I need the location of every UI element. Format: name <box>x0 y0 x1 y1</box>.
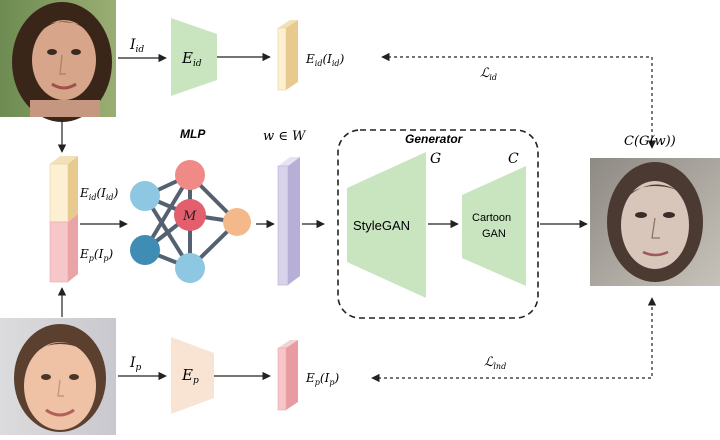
loss-id-label: ℒid <box>480 66 497 82</box>
mlp-node <box>130 181 160 211</box>
generator-box <box>337 129 539 319</box>
encoder-id-trapezoid <box>171 18 217 96</box>
mlp-node <box>175 160 205 190</box>
mlp-node-m <box>174 199 206 231</box>
mlp-node-m-label: M <box>182 209 197 224</box>
cartoongan-label-line2: GAN <box>482 228 506 240</box>
input-id-label: Iid <box>129 37 144 55</box>
feature-p-bar <box>277 340 298 411</box>
encoder-p-trapezoid <box>171 337 214 414</box>
cartoongan-block <box>462 166 526 286</box>
stylegan-block <box>347 152 426 298</box>
mlp-title: MLP <box>180 127 206 141</box>
loss-id-path <box>381 52 657 149</box>
latent-label: w ∈ W <box>263 129 307 144</box>
mlp-node <box>130 235 160 265</box>
stack-bottom-label: Ep(Ip) <box>79 247 113 263</box>
stack-top-label: Eid(Iid) <box>79 186 119 202</box>
input-p-label: Ip <box>129 355 142 373</box>
identity-face-image <box>0 0 116 122</box>
mlp-node <box>223 208 251 236</box>
generator-g-label: G <box>430 151 441 167</box>
encoder-id-label: Eid <box>181 49 202 69</box>
output-face-image <box>590 158 720 286</box>
feature-id-bar <box>277 20 298 91</box>
latent-vector-bar <box>277 157 300 286</box>
output-label: C(G(w)) <box>624 134 676 149</box>
feature-id-label: Eid(Iid) <box>305 52 345 68</box>
generator-title: Generator <box>405 132 464 146</box>
concatenated-feature-bar <box>49 156 78 283</box>
encoder-p-label: Ep <box>181 366 199 386</box>
loss-lnd-path <box>371 297 657 383</box>
stylegan-label: StyleGAN <box>353 218 410 233</box>
cartoongan-label-line1: Cartoon <box>472 212 511 224</box>
generator-c-label: C <box>508 151 519 167</box>
pose-face-image <box>0 318 116 435</box>
loss-lnd-label: ℒlnd <box>484 355 506 371</box>
feature-p-label: Ep(Ip) <box>305 371 339 387</box>
mlp-node <box>175 253 205 283</box>
